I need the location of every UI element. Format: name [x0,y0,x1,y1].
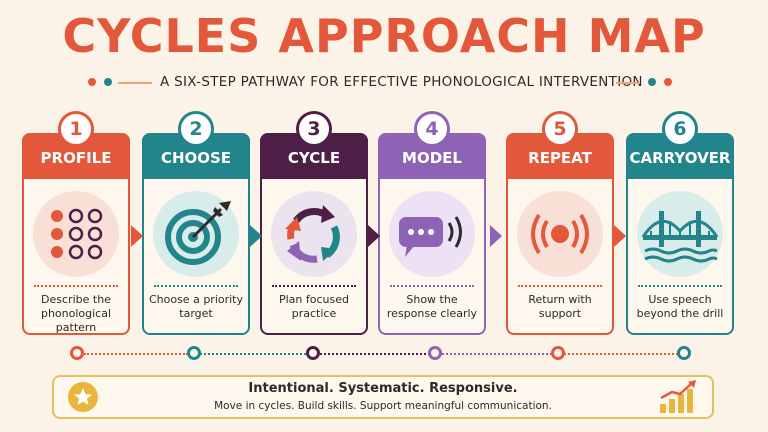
connector-arrow-icon [614,225,626,247]
summary-banner: Intentional. Systematic. Responsive. Mov… [52,375,714,419]
step-divider [154,285,238,287]
timeline-node [677,346,691,360]
step-description: Plan focused practice [278,293,349,320]
timeline-node [551,346,565,360]
connector-arrow-icon [131,225,143,247]
timeline-segment [442,353,552,355]
step-description: Choose a priority target [148,293,244,320]
step-card-profile: PROFILE 1 Describe the phonological patt… [22,111,130,335]
decor-dot [664,78,672,86]
step-card-cycle: CYCLE 3 Plan focused practice [260,111,368,335]
sound-waves-icon [517,191,603,277]
timeline-node [187,346,201,360]
step-divider [638,285,722,287]
step-number-badge: 4 [414,111,450,147]
speech-bubble-icon [389,191,475,277]
connector-arrow-icon [490,225,502,247]
step-card-carryover: CARRYOVER 6 Use speech beyond the drill [626,111,734,335]
timeline-segment [84,353,188,355]
step-number-badge: 1 [58,111,94,147]
timeline-segment [564,353,678,355]
timeline-segment [200,353,306,355]
connector-arrow-icon [250,225,262,247]
timeline-segment [320,353,430,355]
step-divider [518,285,602,287]
banner-headline: Intentional. Systematic. Responsive. [248,381,518,396]
connector-arrow-icon [368,225,380,247]
step-description: Use speech beyond the drill [636,293,724,320]
step-header: REPEAT [506,133,614,179]
step-number-badge: 3 [296,111,332,147]
cycle-arrows-icon [271,191,357,277]
decor-dot [104,78,112,86]
banner-tagline: Move in cycles. Build skills. Support me… [214,400,552,412]
step-card-repeat: REPEAT 5 Return with support [506,111,614,335]
dot-grid-icon [33,191,119,277]
step-divider [272,285,356,287]
timeline-node [70,346,84,360]
step-card-choose: CHOOSE 2 Choose a priority target [142,111,250,335]
star-icon [68,382,98,412]
decor-dot [648,78,656,86]
target-icon [153,191,239,277]
step-number-badge: 6 [662,111,698,147]
decor-dot [88,78,96,86]
timeline-node [428,346,442,360]
subtitle: A SIX-STEP PATHWAY FOR EFFECTIVE PHONOLO… [160,74,643,90]
page-title: CYCLES APPROACH MAP [62,9,706,63]
step-divider [34,285,118,287]
bridge-icon [637,191,723,277]
subtitle-rule-right [616,82,640,84]
step-divider [390,285,474,287]
step-description: Show the response clearly [386,293,478,320]
step-number-badge: 5 [542,111,578,147]
step-number-badge: 2 [178,111,214,147]
step-description: Describe the phonological pattern [40,293,112,334]
timeline-node [306,346,320,360]
step-description: Return with support [528,293,592,320]
step-card-model: MODEL 4 Show the response clearly [378,111,486,335]
subtitle-row: A SIX-STEP PATHWAY FOR EFFECTIVE PHONOLO… [0,70,768,94]
growth-chart-icon [658,380,698,414]
subtitle-rule-left [118,82,152,84]
